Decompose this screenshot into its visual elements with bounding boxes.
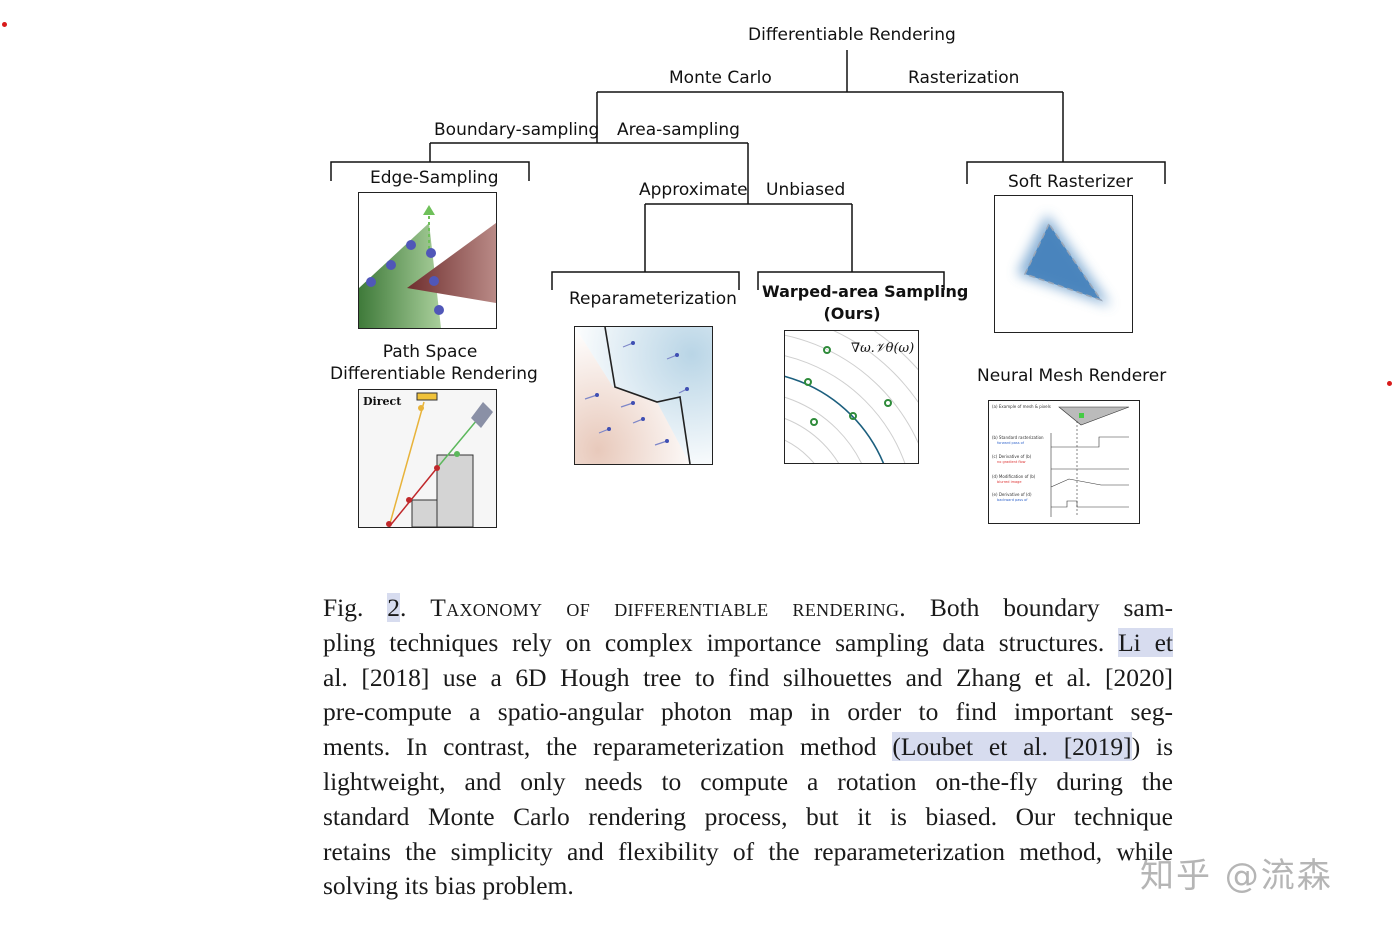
edge-sampling-figure xyxy=(358,192,497,329)
caption-line: Fig. 2. Taxonomy of differentiable rende… xyxy=(323,593,1174,622)
svg-text:forward pass of: forward pass of xyxy=(997,441,1025,445)
path-space-line2: Differentiable Rendering xyxy=(330,364,538,384)
unbiased-label: Unbiased xyxy=(766,180,846,200)
neural-mesh-figure: (a) Example of mesh & pixels (b) Standar… xyxy=(988,400,1140,524)
boundary-sampling-label: Boundary-sampling xyxy=(434,120,600,140)
monte-carlo-label: Monte Carlo xyxy=(669,68,772,88)
warped-area-line1: Warped-area Sampling xyxy=(762,282,969,301)
neural-mesh-label: Neural Mesh Renderer xyxy=(977,366,1167,386)
caption-line: solving its bias problem. xyxy=(323,871,574,901)
area-sampling-label: Area-sampling xyxy=(617,120,740,140)
warped-area-line2: (Ours) xyxy=(823,304,881,323)
citation-link-loubet[interactable]: (Loubet et al. [2019] xyxy=(892,732,1132,762)
svg-text:(c) Derivative of (b): (c) Derivative of (b) xyxy=(992,454,1032,459)
approximate-label: Approximate xyxy=(639,180,748,200)
svg-text:(d) Modification of (b): (d) Modification of (b) xyxy=(992,474,1036,479)
path-space-figure: Direct xyxy=(358,389,497,528)
caption-line: ments. In contrast, the reparameterizati… xyxy=(323,730,1173,765)
soft-rasterizer-label: Soft Rasterizer xyxy=(1008,172,1133,192)
svg-text:blurred image: blurred image xyxy=(997,480,1022,484)
fig-number[interactable]: 2 xyxy=(387,593,401,622)
svg-text:no gradient flow: no gradient flow xyxy=(997,460,1026,464)
reparameterization-figure xyxy=(574,326,713,465)
rasterization-label: Rasterization xyxy=(908,68,1020,88)
watermark: 知乎 @流森 xyxy=(1140,856,1333,896)
path-space-label: Path Space Differentiable Rendering xyxy=(330,341,538,385)
caption-line: pre-compute a spatio-angular photon map … xyxy=(323,697,1173,727)
edge-sampling-label: Edge-Sampling xyxy=(370,168,499,188)
caption-text: pling techniques rely on complex importa… xyxy=(323,627,1105,657)
figure-caption: Fig. 2. Taxonomy of differentiable rende… xyxy=(323,591,1173,904)
citation-link-li[interactable]: Li et xyxy=(1118,627,1173,657)
warped-formula: ∇ω.𝒱θ(ω) xyxy=(851,341,914,356)
caption-line: al. [2018] use a 6D Hough tree to find s… xyxy=(323,662,1173,692)
warped-area-label: Warped-area Sampling (Ours) xyxy=(762,281,968,325)
caption-line: pling techniques rely on complex importa… xyxy=(323,626,1173,661)
caption-text: ) is xyxy=(1131,732,1174,762)
caption-title: Taxonomy of differentiable rendering. xyxy=(430,593,906,622)
annotation-dot xyxy=(2,22,7,27)
root-label: Differentiable Rendering xyxy=(748,25,956,45)
caption-line: lightweight, and only needs to compute a… xyxy=(323,766,1173,796)
caption-line: standard Monte Carlo rendering process, … xyxy=(323,801,1173,831)
warped-area-figure: ∇ω.𝒱θ(ω) xyxy=(784,330,919,464)
direct-text: Direct xyxy=(363,395,402,408)
caption-text: ments. In contrast, the reparameterizati… xyxy=(323,732,877,762)
caption-text: Both boundary sam- xyxy=(929,593,1174,622)
path-space-line1: Path Space xyxy=(382,342,478,362)
reparameterization-label: Reparameterization xyxy=(569,289,737,309)
svg-text:(e) Derivative of (d): (e) Derivative of (d) xyxy=(992,492,1032,497)
svg-text:backward pass of: backward pass of xyxy=(997,498,1028,502)
svg-text:(b) Standard rasterization: (b) Standard rasterization xyxy=(992,435,1044,440)
soft-rasterizer-figure xyxy=(994,195,1133,333)
fig-prefix: Fig. xyxy=(323,593,364,622)
svg-text:(a) Example of mesh & pixels: (a) Example of mesh & pixels xyxy=(992,404,1051,409)
caption-line: retains the simplicity and flexibility o… xyxy=(323,836,1173,866)
taxonomy-tree-lines xyxy=(330,50,1166,290)
annotation-dot xyxy=(1387,381,1392,386)
